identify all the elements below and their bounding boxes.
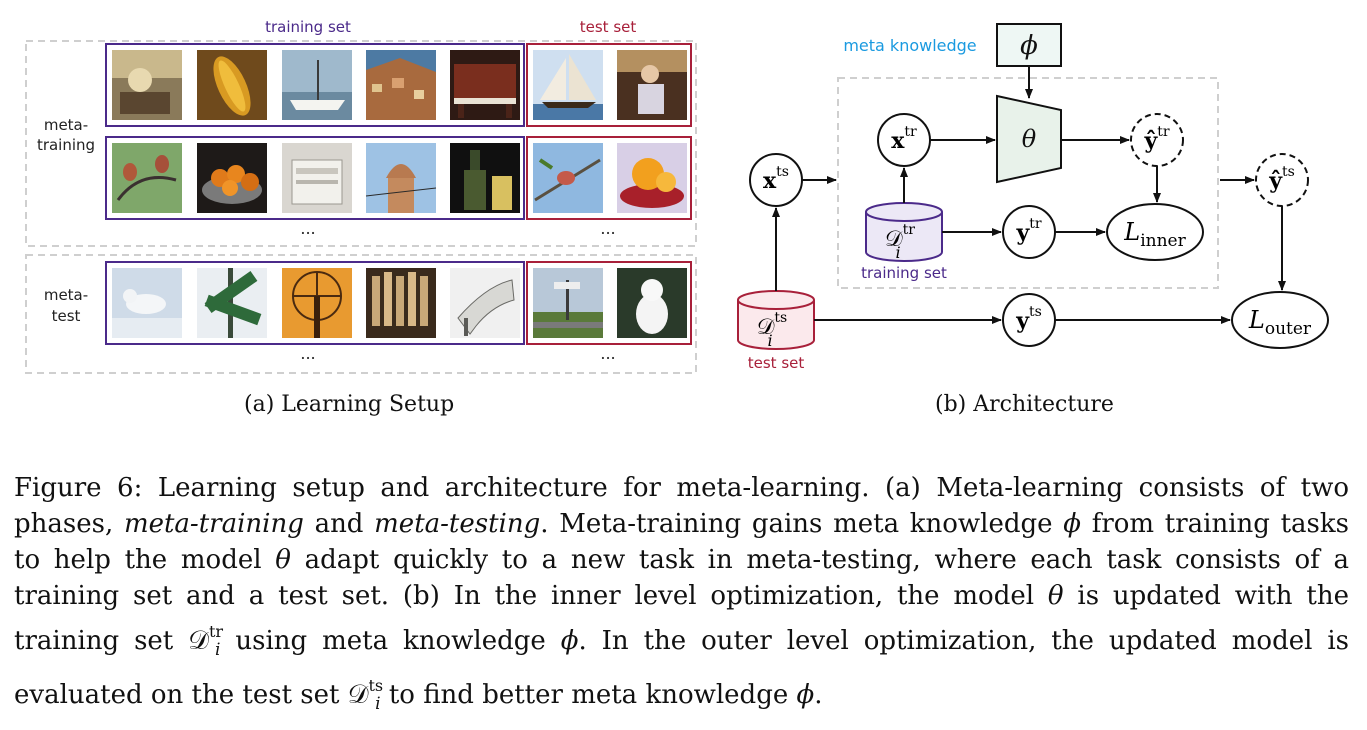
- sailboat-photo: [533, 50, 603, 120]
- training-set-cylinder: [865, 202, 943, 262]
- diagram-arrows: [772, 66, 1286, 324]
- y-test-node: [1002, 293, 1056, 347]
- outer-loss-node: [1231, 291, 1329, 349]
- subfigure-caption-b: (b) Architecture: [935, 392, 1114, 417]
- orange-slices-photo: [617, 143, 687, 213]
- test-ellipsis-row3: ...: [600, 344, 615, 363]
- y-hat-test-label: ŷts: [1268, 164, 1295, 194]
- test-ellipsis-row2: ...: [600, 219, 615, 238]
- dome-tower-photo: [365, 143, 437, 213]
- meta-training-label-line2: training: [37, 136, 95, 154]
- carousel-rider-photo: [617, 50, 687, 120]
- subfigure-caption-a: (a) Learning Setup: [244, 392, 455, 417]
- training-ellipsis-row3: ...: [300, 344, 315, 363]
- caption-meta-training: meta-training: [123, 509, 304, 539]
- road-sign-field-photo: [533, 268, 603, 338]
- coastal-village-photo: [366, 50, 436, 120]
- caption-phi-1: ϕ: [1063, 509, 1081, 539]
- caption-meta-testing: meta-testing: [374, 509, 541, 539]
- caption-d-test: 𝒟tsi: [347, 676, 384, 714]
- d-test-label: 𝒟ts: [757, 310, 787, 340]
- caption-text-8: . In the outer level optimization, the u…: [14, 626, 1349, 710]
- y-hat-test-node: [1255, 153, 1309, 207]
- training-set-caption: training set: [861, 264, 947, 282]
- row3-test-frame: [526, 261, 692, 345]
- street-sign-photo: [197, 268, 267, 338]
- caption-text-3: . Meta-training gains meta knowledge: [540, 509, 1064, 539]
- model-theta-block: [996, 94, 1062, 184]
- high-heel-shoe-photo: [450, 268, 520, 338]
- training-set-header: training set: [265, 18, 351, 36]
- meta-test-label-line1: meta-: [44, 286, 88, 304]
- architecture-panel: meta knowledge ϕ θ xtr ŷtr xts ŷts 𝒟tr i…: [737, 23, 1329, 372]
- caption-text-6: is updated with the training set: [14, 581, 1349, 656]
- row3-training-frame: [105, 261, 525, 345]
- y-hat-train-label: ŷtr: [1143, 124, 1169, 154]
- d-train-label: 𝒟tr: [885, 222, 915, 252]
- y-test-label: yts: [1015, 304, 1042, 334]
- row1-test-frame: [526, 43, 692, 127]
- test-set-caption: test set: [748, 354, 805, 372]
- birds-on-perch-photo: [112, 143, 182, 213]
- inner-loss-node: [1106, 203, 1204, 261]
- meta-test-group: [25, 254, 697, 374]
- row1-training-frame: [105, 43, 525, 127]
- organ-interior-photo: [366, 268, 436, 338]
- row2-training-frame: [105, 136, 525, 220]
- figure-number: Figure 6:: [14, 473, 143, 503]
- training-ellipsis-row2: ...: [300, 219, 315, 238]
- d-train-subscript: i: [895, 243, 900, 262]
- test-set-header: test set: [580, 18, 637, 36]
- bird-on-branch-photo: [533, 143, 603, 213]
- x-test-label: xts: [763, 164, 789, 194]
- meta-test-label-line2: test: [52, 307, 81, 325]
- caption-d-train: 𝒟tri: [188, 622, 224, 660]
- windmill-sunset-photo: [282, 268, 352, 338]
- row2-test-frame: [526, 136, 692, 220]
- x-train-label: xtr: [891, 124, 917, 154]
- inner-loss-label: Linner: [1123, 218, 1186, 251]
- y-train-label: ytr: [1015, 216, 1041, 246]
- d-test-subscript: i: [767, 331, 772, 350]
- caption-text-4: from training tasks to help the model: [14, 509, 1350, 575]
- carousel-photo: [112, 50, 182, 120]
- arctic-fox-photo: [112, 268, 182, 338]
- learning-setup-panel: training set test set meta- training met…: [25, 18, 697, 374]
- meta-training-group: [25, 40, 697, 247]
- caption-text-10: .: [814, 680, 823, 710]
- theta-symbol: θ: [1022, 125, 1037, 153]
- corn-photo: [197, 50, 267, 120]
- caption-text-2: and: [303, 509, 375, 539]
- white-dog-photo: [617, 268, 687, 338]
- piano-photo: [450, 50, 520, 120]
- phi-symbol: ϕ: [1020, 31, 1038, 61]
- meta-knowledge-label: meta knowledge: [843, 36, 976, 55]
- caption-phi-3: ϕ: [796, 680, 815, 710]
- beer-bottle-photo: [450, 143, 520, 213]
- oranges-bowl-photo: [197, 143, 267, 213]
- copier-photo: [282, 143, 352, 213]
- test-set-cylinder: [737, 290, 815, 350]
- caption-text-1: Learning setup and architecture for meta…: [14, 473, 1349, 539]
- meta-training-label-line1: meta-: [44, 116, 88, 134]
- caption-phi-2: ϕ: [560, 626, 579, 656]
- caption-text-7: using meta knowledge: [220, 626, 561, 656]
- caption-text-9: to find better meta knowledge: [380, 680, 797, 710]
- sailboat-dock-photo: [282, 50, 352, 120]
- outer-loss-label: Louter: [1248, 306, 1312, 339]
- inner-loop-region: [837, 77, 1219, 289]
- caption-theta-2: θ: [1047, 581, 1064, 611]
- figure-caption: Figure 6: Learning setup and architectur…: [14, 470, 1349, 722]
- caption-theta-1: θ: [275, 545, 291, 575]
- caption-text-5: adapt quickly to a new task in meta-test…: [14, 545, 1350, 611]
